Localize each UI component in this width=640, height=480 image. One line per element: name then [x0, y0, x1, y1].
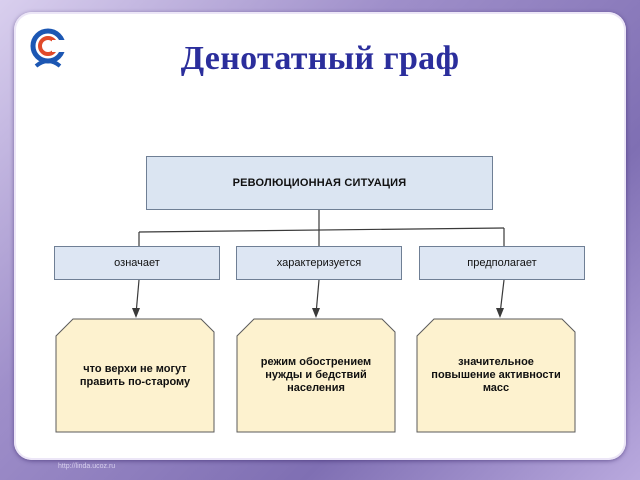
page-title: Денотатный граф	[180, 40, 460, 77]
meaning-text: значительное повышение активности масс	[431, 356, 561, 394]
card-shape	[55, 318, 215, 433]
card-shape	[416, 318, 576, 433]
meaning-card-2: режим обострением нужды и бедствий насел…	[236, 318, 396, 433]
meaning-card-3: значительное повышение активности масс	[416, 318, 576, 433]
relation-node-means: означает	[54, 246, 220, 280]
footer-url: http://linda.ucoz.ru	[58, 463, 116, 470]
meaning-text: режим обострением нужды и бедствий насел…	[260, 356, 372, 394]
relation-node-implies: предполагает	[419, 246, 585, 280]
root-node: РЕВОЛЮЦИОННАЯ СИТУАЦИЯ	[146, 156, 493, 210]
meaning-text: что верхи не могут править по-старому	[79, 362, 191, 388]
meaning-card-1: что верхи не могут править по-старому	[55, 318, 215, 433]
card-shape	[236, 318, 396, 433]
relation-node-characterized: характеризуется	[236, 246, 402, 280]
logo-icon	[30, 28, 66, 68]
